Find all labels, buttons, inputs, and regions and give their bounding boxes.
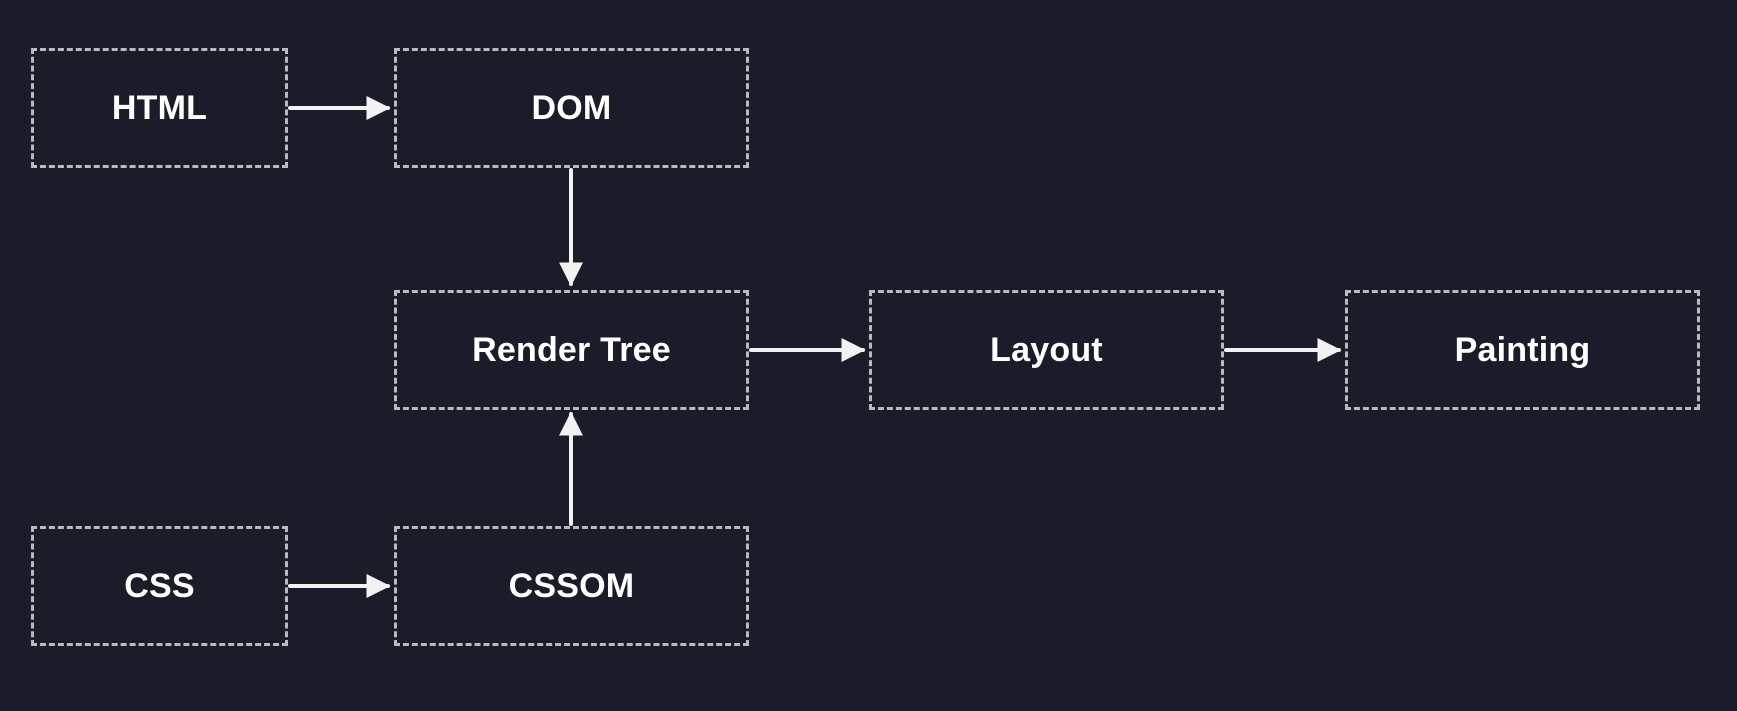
node-html-label: HTML xyxy=(111,88,208,127)
node-dom-label: DOM xyxy=(531,88,612,127)
node-css: CSS xyxy=(31,526,288,646)
node-css-label: CSS xyxy=(124,566,195,605)
node-cssom: CSSOM xyxy=(394,526,749,646)
node-painting-label: Painting xyxy=(1454,330,1591,369)
node-layout: Layout xyxy=(869,290,1224,410)
node-dom: DOM xyxy=(394,48,749,168)
node-render-tree-label: Render Tree xyxy=(472,330,671,369)
node-html: HTML xyxy=(31,48,288,168)
node-painting: Painting xyxy=(1345,290,1700,410)
node-layout-label: Layout xyxy=(990,330,1103,369)
node-cssom-label: CSSOM xyxy=(508,566,635,605)
node-render-tree: Render Tree xyxy=(394,290,749,410)
